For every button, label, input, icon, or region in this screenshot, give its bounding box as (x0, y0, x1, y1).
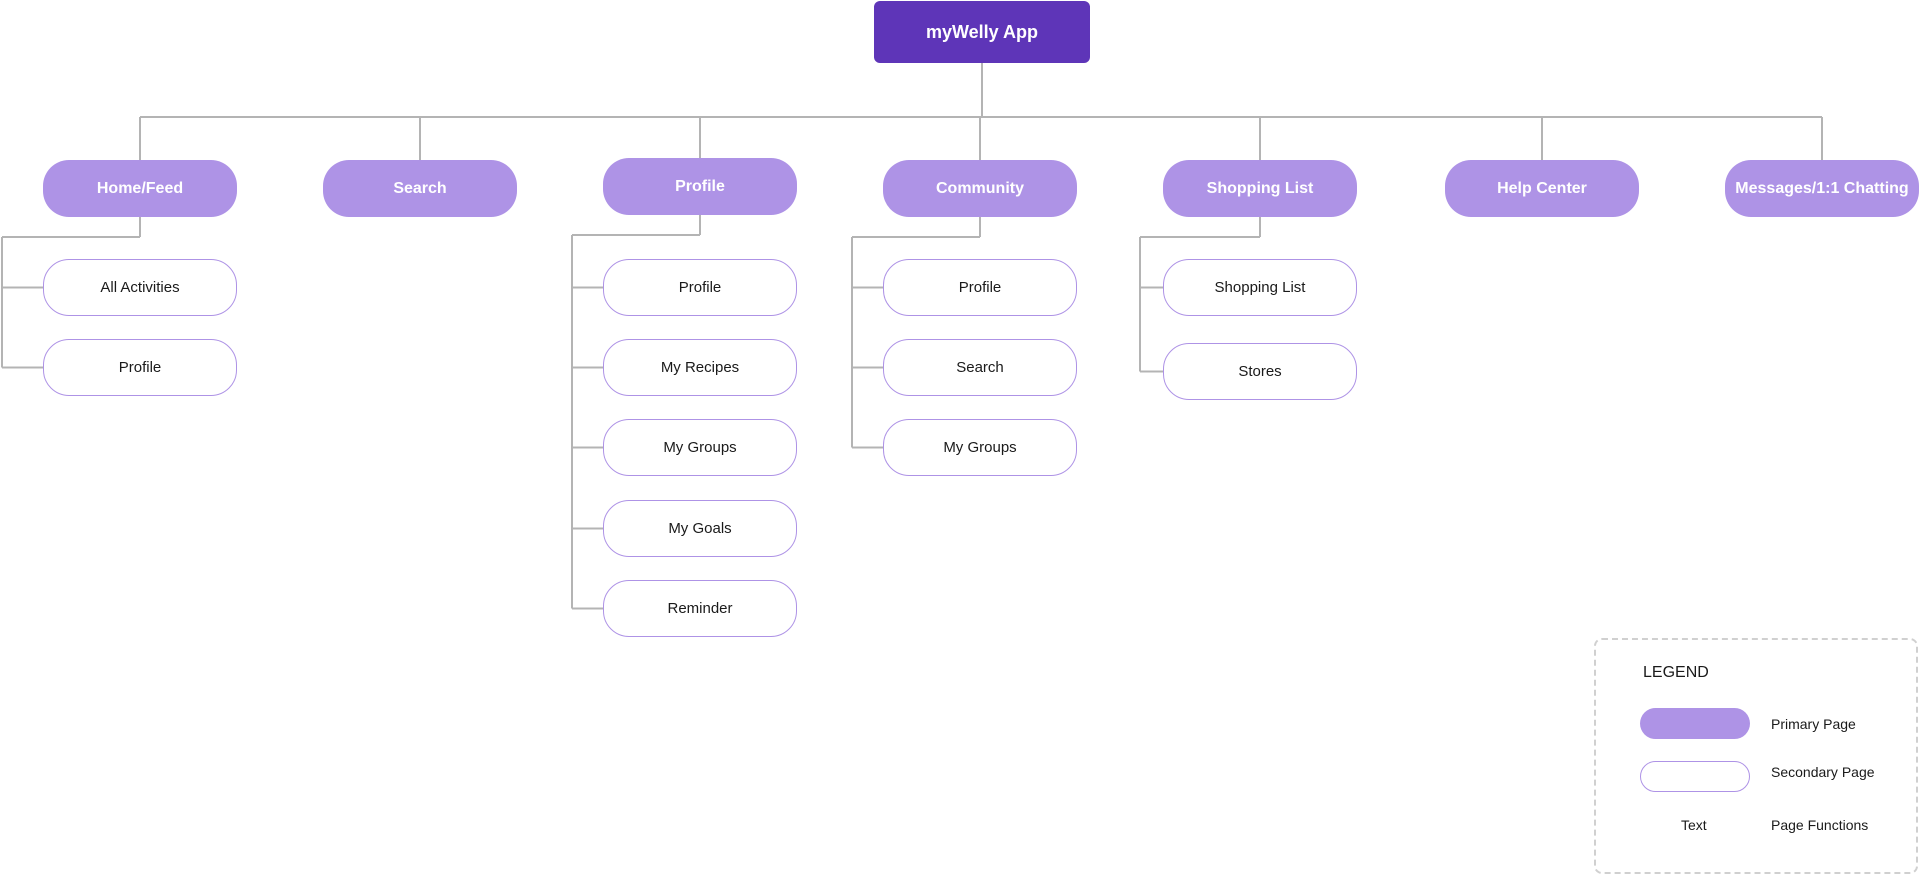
legend (1594, 638, 1918, 874)
legend-primary-label: Primary Page (1771, 716, 1856, 732)
secondary-page-node: Shopping List (1163, 259, 1357, 316)
secondary-page-node: Profile (43, 339, 237, 396)
primary-page-node: Search (323, 160, 517, 217)
secondary-page-node: My Recipes (603, 339, 797, 396)
primary-page-node: Home/Feed (43, 160, 237, 217)
legend-text-label: Page Functions (1771, 817, 1869, 833)
secondary-page-node: My Groups (883, 419, 1077, 476)
root-node: myWelly App (874, 1, 1090, 63)
legend-text-sample: Text (1681, 817, 1707, 833)
secondary-page-node: Reminder (603, 580, 797, 637)
secondary-page-node: Search (883, 339, 1077, 396)
primary-page-node: Shopping List (1163, 160, 1357, 217)
primary-page-node: Help Center (1445, 160, 1639, 217)
secondary-page-node: Stores (1163, 343, 1357, 400)
legend-secondary-swatch (1640, 761, 1750, 792)
secondary-page-node: All Activities (43, 259, 237, 316)
primary-page-node: Community (883, 160, 1077, 217)
primary-page-node: Profile (603, 158, 797, 215)
secondary-page-node: Profile (603, 259, 797, 316)
legend-title: LEGEND (1643, 664, 1709, 681)
secondary-page-node: My Goals (603, 500, 797, 557)
primary-page-node: Messages/1:1 Chatting (1725, 160, 1919, 217)
legend-primary-swatch (1640, 708, 1750, 739)
secondary-page-node: Profile (883, 259, 1077, 316)
legend-secondary-label: Secondary Page (1771, 764, 1875, 780)
secondary-page-node: My Groups (603, 419, 797, 476)
